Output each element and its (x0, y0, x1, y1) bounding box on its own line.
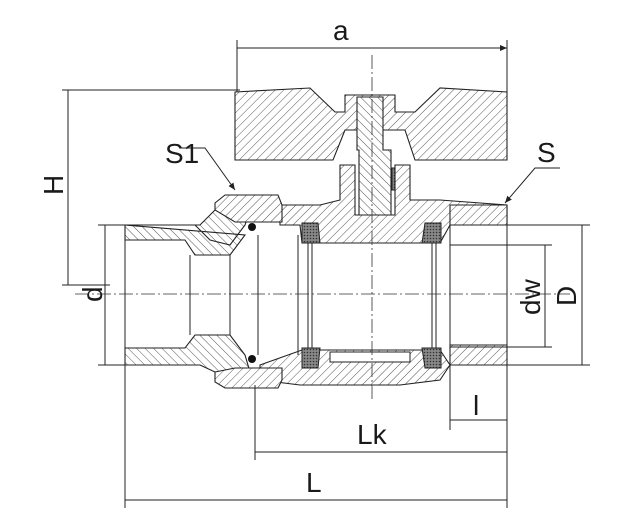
o-ring-bottom (248, 355, 256, 363)
o-ring-top (248, 223, 256, 231)
dimension-lines (62, 40, 590, 508)
bore-lines (124, 225, 508, 365)
dim-label-a: a (333, 15, 349, 46)
dim-label-l: l (473, 390, 479, 421)
ball-seat-right-top (421, 222, 442, 244)
sight-slot (329, 351, 411, 363)
dim-label-dw: dw (515, 278, 546, 315)
ball-seat-left-top (301, 222, 321, 244)
dim-label-Lk: Lk (357, 419, 388, 450)
ball-seat-left-bottom (301, 347, 321, 369)
valve-body-bottom (259, 344, 508, 386)
dim-label-L: L (306, 467, 322, 498)
callout-S1: S1 (165, 138, 199, 169)
union-nut-bottom (214, 367, 283, 389)
right-end-top (449, 204, 508, 226)
union-nut-top (214, 194, 283, 223)
dim-label-H: H (38, 175, 69, 195)
left-tailpiece-bottom (124, 334, 251, 373)
callout-S: S (537, 137, 556, 168)
dim-label-D: D (551, 286, 582, 306)
dim-label-d: d (77, 286, 108, 302)
ball-seat-right-bottom (421, 347, 442, 369)
left-tailpiece-top (124, 209, 251, 256)
